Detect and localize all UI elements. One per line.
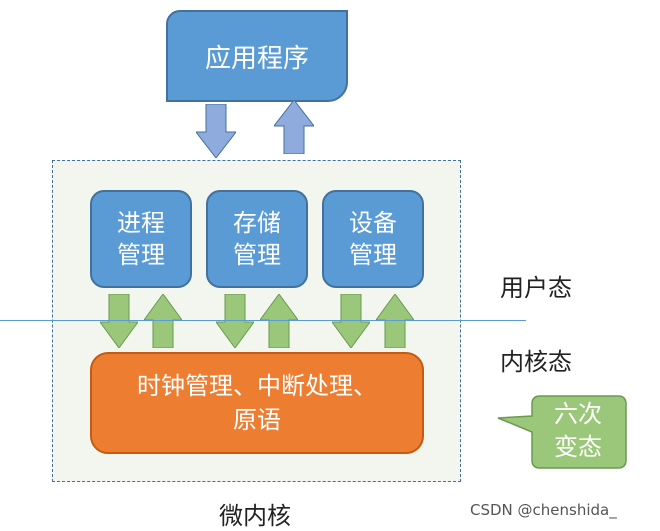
callout-label: 六次 变态 <box>554 400 602 461</box>
up-arrow-icon <box>274 100 314 154</box>
up-arrow-icon <box>260 294 298 348</box>
microkernel-caption: 微内核 <box>219 502 291 530</box>
callout-bubble <box>497 395 627 469</box>
up-arrow-icon <box>376 294 414 348</box>
device-management-box: 设备 管理 <box>322 190 424 288</box>
storage-management-box: 存储 管理 <box>206 190 308 288</box>
application-box: 应用程序 <box>166 10 348 102</box>
watermark: CSDN @chenshida_ <box>470 501 617 519</box>
storage-management-label: 存储 管理 <box>233 209 281 269</box>
down-arrow-icon <box>100 294 138 348</box>
process-management-label: 进程 管理 <box>117 209 165 269</box>
up-arrow-icon <box>144 294 182 348</box>
user-mode-label: 用户态 <box>500 274 572 302</box>
down-arrow-icon <box>216 294 254 348</box>
core-functions-label: 时钟管理、中断处理、 原语 <box>137 372 377 434</box>
mode-divider-line <box>0 320 526 321</box>
down-arrow-icon <box>332 294 370 348</box>
application-label: 应用程序 <box>204 43 309 74</box>
core-functions-box: 时钟管理、中断处理、 原语 <box>90 352 424 454</box>
process-management-box: 进程 管理 <box>90 190 192 288</box>
kernel-mode-label: 内核态 <box>500 348 572 376</box>
device-management-label: 设备 管理 <box>349 209 397 269</box>
down-arrow-icon <box>196 104 236 158</box>
